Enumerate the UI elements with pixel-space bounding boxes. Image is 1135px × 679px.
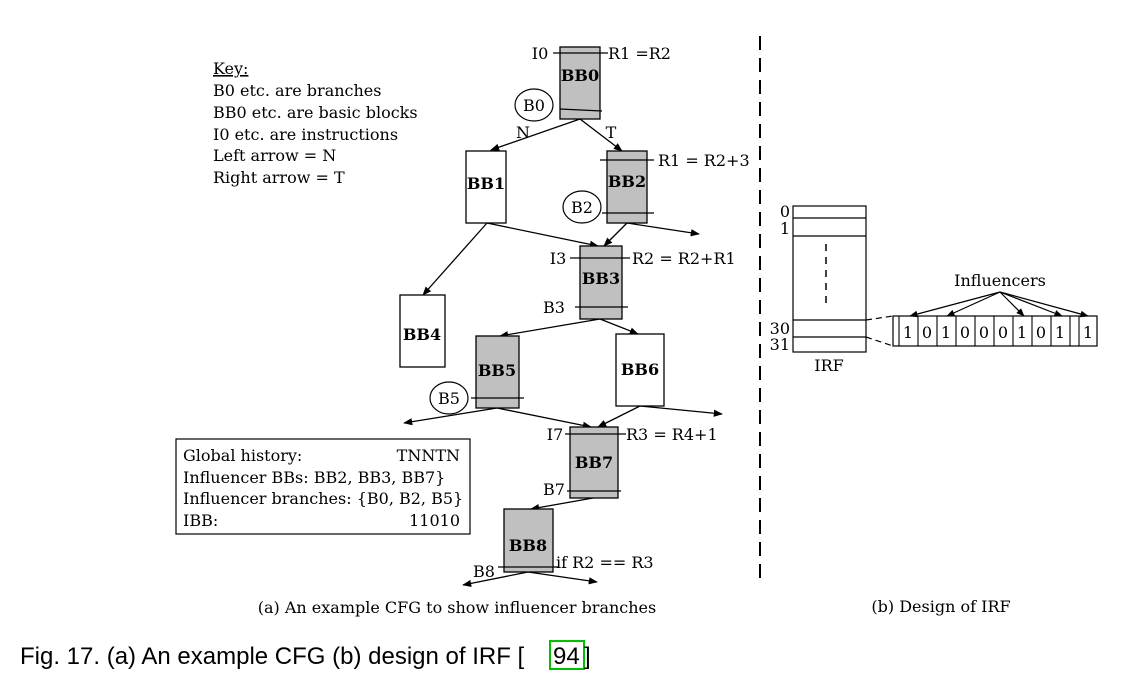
bit-cell: 1 <box>1083 323 1093 342</box>
cfg-edges <box>403 118 723 587</box>
reference-link-box[interactable] <box>549 640 585 670</box>
info-box: Global history: TNNTN Influencer BBs: BB… <box>175 438 471 535</box>
caption-b: (b) Design of IRF <box>871 597 1010 616</box>
key-title: Key: <box>213 59 248 78</box>
edge-label-t: T <box>606 123 617 142</box>
instruction-i0-label: I0 <box>532 44 549 63</box>
reference-link[interactable]: 94 <box>553 643 580 670</box>
info-row-label: Global history: <box>183 446 302 465</box>
edge-bb2-exit <box>626 222 700 237</box>
branch-b2-label: B2 <box>571 198 593 217</box>
bb5-label: BB5 <box>478 361 516 380</box>
key-line: Right arrow = T <box>213 168 345 187</box>
bit-cell: 0 <box>979 323 989 342</box>
instruction-i7-label: I7 <box>547 425 564 444</box>
bb1-label: BB1 <box>467 174 505 193</box>
branch-b5-label: B5 <box>438 389 460 408</box>
figure-caption: Fig. 17. (a) An example CFG (b) design o… <box>20 643 525 670</box>
edge-bb2-bb3 <box>603 222 628 247</box>
edge-bb1-bb4 <box>422 222 488 296</box>
bit-cell: 0 <box>922 323 932 342</box>
edge-bb7-bb8 <box>530 497 594 512</box>
basic-block-bb8 <box>503 508 554 573</box>
influencer-arrows <box>909 291 1089 318</box>
irf-row-label: 0 <box>780 202 790 221</box>
irf-name: IRF <box>814 356 843 375</box>
key-legend: Key: B0 etc. are branches BB0 etc. are b… <box>213 59 418 187</box>
influencer-bit-vector: 1 0 1 0 0 0 1 0 1 1 <box>892 315 1098 347</box>
basic-block-bb7 <box>569 426 619 499</box>
instruction-i3-label: I3 <box>550 249 567 268</box>
figure-caption-text: Fig. 17. (a) An example CFG (b) design o… <box>20 643 525 670</box>
edge-bb5-exit <box>403 407 498 426</box>
bit-cell: 1 <box>941 323 951 342</box>
edge-bb5-bb7 <box>496 407 592 429</box>
code-bb8: if R2 == R3 <box>556 553 654 572</box>
code-bb7: R3 = R4+1 <box>626 425 718 444</box>
bit-cell: 0 <box>960 323 970 342</box>
edge-bb6-exit <box>639 405 723 417</box>
block-labels: BB0 BB1 BB2 BB3 BB4 BB5 BB6 BB7 BB8 <box>403 66 659 555</box>
edge-label-n: N <box>516 123 530 142</box>
key-line: I0 etc. are instructions <box>213 125 398 144</box>
edge-bb3-bb6 <box>599 318 639 335</box>
bb7-label: BB7 <box>575 453 613 472</box>
code-bb2: R1 = R2+3 <box>658 151 750 170</box>
code-bb0: R1 =R2 <box>608 44 671 63</box>
key-line: BB0 etc. are basic blocks <box>213 103 418 122</box>
bit-cell: 1 <box>903 323 913 342</box>
branch-b3-label: B3 <box>543 298 565 317</box>
branch-b8-label: B8 <box>473 562 495 581</box>
branch-labels: B0 B2 B5 B3 B7 B8 I0 I3 I7 N T <box>438 44 617 581</box>
bb6-label: BB6 <box>621 360 659 379</box>
info-row-value: 11010 <box>409 511 460 530</box>
bb4-label: BB4 <box>403 325 441 344</box>
branch-circles <box>429 88 602 415</box>
caption-a: (a) An example CFG to show influencer br… <box>258 598 656 617</box>
edge-bb0-bb1 <box>490 118 581 151</box>
code-bb3: R2 = R2+R1 <box>632 249 736 268</box>
info-row-label: Influencer BBs: BB2, BB3, BB7} <box>183 468 445 487</box>
irf-row-label: 30 <box>770 319 790 338</box>
edge-bb3-bb5 <box>499 318 601 339</box>
info-row-label: Influencer branches: {B0, B2, B5} <box>183 489 463 508</box>
key-line: Left arrow = N <box>213 146 336 165</box>
bit-cell: 1 <box>1017 323 1027 342</box>
code-annotations: R1 =R2 R1 = R2+3 R2 = R2+R1 R3 = R4+1 if… <box>556 44 750 572</box>
bb0-label: BB0 <box>561 66 599 85</box>
branch-b0-label: B0 <box>523 96 545 115</box>
figure-caption-suffix: ] <box>584 643 591 670</box>
bb8-label: BB8 <box>509 536 547 555</box>
instruction-lines <box>471 52 654 568</box>
edge-bb0-bb2 <box>579 118 623 152</box>
irf-row-label: 1 <box>780 219 790 238</box>
bb3-label: BB3 <box>582 269 620 288</box>
bit-cell: 1 <box>1055 323 1065 342</box>
edge-bb8-left <box>462 571 529 587</box>
basic-block-bb2 <box>606 150 648 224</box>
irf-table: 0 1 30 31 IRF <box>770 202 867 375</box>
key-line: B0 etc. are branches <box>213 81 381 100</box>
irf-row-label: 31 <box>770 335 790 354</box>
bit-cell: 0 <box>1036 323 1046 342</box>
edge-bb1-bb3 <box>486 222 599 248</box>
edge-bb8-right <box>527 571 598 585</box>
basic-block-bb1 <box>465 150 507 224</box>
influencers-label: Influencers <box>954 271 1046 290</box>
basic-block-bb0 <box>559 46 601 120</box>
info-row-value: TNNTN <box>397 446 460 465</box>
irf-expansion-lines <box>865 315 894 347</box>
basic-block-bb5 <box>475 335 520 409</box>
basic-block-bb4 <box>399 294 446 368</box>
branch-b7-label: B7 <box>543 480 565 499</box>
bit-cell: 0 <box>998 323 1008 342</box>
edge-bb6-bb7 <box>597 405 641 428</box>
bb2-label: BB2 <box>608 172 646 191</box>
basic-block-bb6 <box>615 333 665 407</box>
info-row-label: IBB: <box>183 511 218 530</box>
